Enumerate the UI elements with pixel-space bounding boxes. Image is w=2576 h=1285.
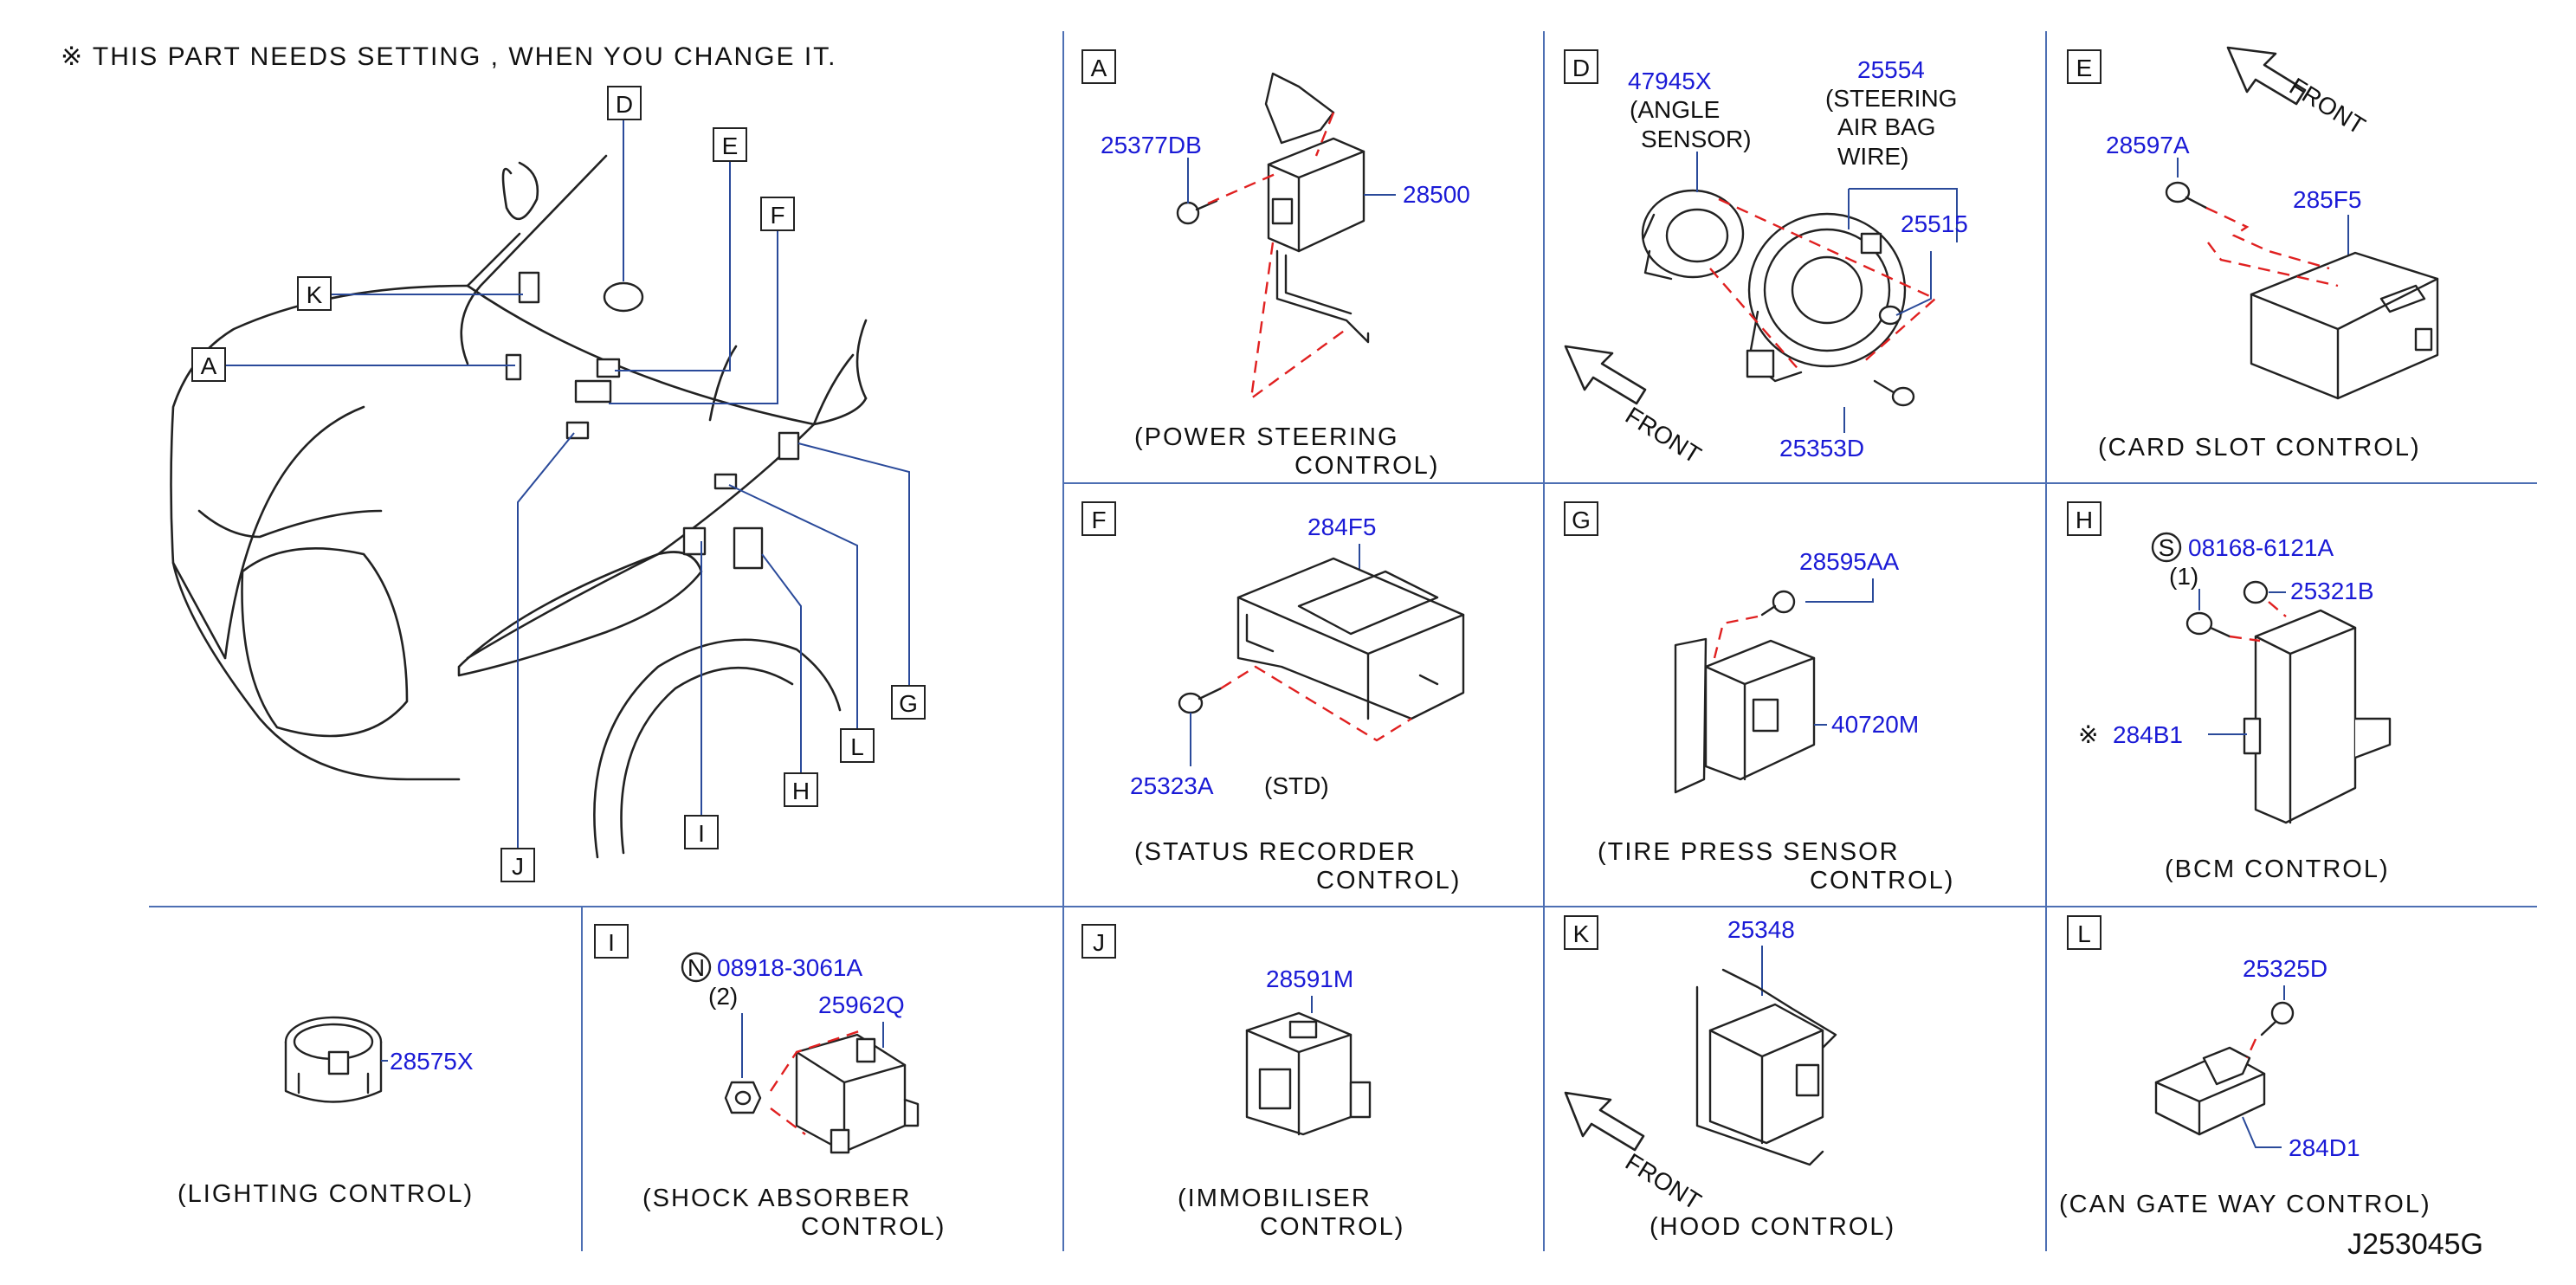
panel-g-letter: G [1572, 507, 1591, 533]
part-47945x: 47945X [1628, 68, 1712, 94]
panel-j-caption-1: (IMMOBILISER [1178, 1185, 1372, 1212]
part-25377db: 25377DB [1101, 132, 1202, 158]
part-284b1: 284B1 [2113, 721, 2183, 748]
panel-k: K 25348 FRONT (HOOD CONTROL) [1564, 915, 1895, 1241]
part-25323a: 25323A [1130, 772, 1214, 799]
part-08168-6121a: 08168-6121A [2188, 534, 2334, 561]
vehicle-label-g: G [899, 690, 918, 717]
vehicle-label-j: J [512, 853, 524, 880]
part-284f5: 284F5 [1307, 513, 1376, 540]
panel-i: I N 08918-3061A (2) 25962Q (SHOCK ABSORB… [594, 924, 946, 1241]
part-25321b: 25321B [2290, 578, 2374, 604]
setting-mark-284b1: ※ [2078, 721, 2098, 748]
part-40720m: 40720M [1831, 711, 1919, 738]
part-284d1: 284D1 [2289, 1134, 2360, 1161]
panel-k-caption: (HOOD CONTROL) [1650, 1213, 1895, 1241]
vehicle-label-e: E [722, 132, 739, 159]
panel-d: D 47945X (ANGLE SENSOR) 25554 (STEERING … [1564, 49, 1968, 468]
drawing-code: J253045G [2347, 1228, 2483, 1261]
part-25962q: 25962Q [818, 991, 905, 1018]
panel-a: A 25377DB 28500 (POWER STEERING CONTROL) [1081, 49, 1470, 480]
panel-lighting: 28575X (LIGHTING CONTROL) [178, 1016, 474, 1208]
vehicle-label-k: K [307, 281, 323, 308]
panel-l-letter: L [2077, 920, 2091, 947]
part-28597a: 28597A [2106, 132, 2190, 158]
front-label-e: FRONT [2285, 73, 2370, 139]
panel-i-letter: I [608, 929, 615, 956]
panel-f-caption-1: (STATUS RECORDER [1134, 838, 1417, 866]
panel-lighting-caption: (LIGHTING CONTROL) [178, 1180, 474, 1208]
vehicle-overview: D E F K A G L H I J [170, 86, 926, 882]
panel-f: F 284F5 25323A (STD) (STATUS RECORDER CO… [1081, 501, 1465, 894]
panel-j-letter: J [1093, 929, 1105, 956]
part-25348: 25348 [1727, 916, 1795, 943]
panel-i-caption-1: (SHOCK ABSORBER [642, 1185, 911, 1212]
vehicle-label-l: L [850, 733, 864, 760]
std-label: (STD) [1264, 772, 1329, 799]
wire-label: WIRE) [1837, 143, 1908, 170]
qty-1: (1) [2169, 563, 2198, 590]
panel-e-caption: (CARD SLOT CONTROL) [2098, 434, 2421, 462]
panel-a-caption-1: (POWER STEERING [1134, 423, 1399, 451]
vehicle-label-a: A [201, 352, 217, 379]
steering-label: (STEERING [1825, 85, 1957, 112]
front-label-d: FRONT [1621, 402, 1706, 468]
panel-g: G 28595AA 40720M (TIRE PRESS SENSOR CONT… [1564, 501, 1954, 894]
vehicle-label-f: F [770, 202, 784, 229]
setting-note: ※ THIS PART NEEDS SETTING , WHEN YOU CHA… [61, 42, 837, 71]
part-28575x: 28575X [390, 1048, 474, 1075]
panel-g-caption-2: CONTROL) [1810, 867, 1954, 894]
part-28500: 28500 [1403, 181, 1470, 208]
angle-label: (ANGLE [1630, 96, 1720, 123]
part-285f5: 285F5 [2293, 186, 2361, 213]
panel-d-letter: D [1572, 55, 1590, 81]
panel-j-caption-2: CONTROL) [1260, 1213, 1404, 1241]
qty-2: (2) [708, 983, 738, 1010]
panel-f-caption-2: CONTROL) [1316, 867, 1461, 894]
panel-f-letter: F [1091, 507, 1106, 533]
sensor-label: SENSOR) [1641, 126, 1752, 152]
panel-j: J 28591M (IMMOBILISER CONTROL) [1081, 924, 1404, 1241]
panel-e: E FRONT 28597A 285F5 (CARD SLOT CONTROL) [2067, 46, 2439, 462]
panel-h-caption: (BCM CONTROL) [2165, 856, 2390, 883]
part-25554: 25554 [1857, 56, 1925, 83]
panel-a-caption-2: CONTROL) [1294, 452, 1439, 480]
panel-i-caption-2: CONTROL) [801, 1213, 946, 1241]
panel-grid [149, 31, 2537, 1251]
panel-h: H S 08168-6121A (1) 25321B ※ 284B1 (BCM … [2067, 501, 2392, 883]
circle-n: N [688, 954, 705, 981]
panel-k-letter: K [1573, 920, 1590, 947]
panel-a-letter: A [1091, 55, 1107, 81]
part-25325d: 25325D [2243, 955, 2327, 982]
vehicle-label-i: I [698, 820, 705, 847]
circle-s: S [2159, 534, 2175, 561]
vehicle-label-h: H [792, 778, 810, 804]
panel-g-caption-1: (TIRE PRESS SENSOR [1598, 838, 1900, 866]
part-25515: 25515 [1901, 210, 1968, 237]
part-28595aa: 28595AA [1799, 548, 1900, 575]
part-25353d: 25353D [1779, 435, 1864, 462]
part-28591m: 28591M [1266, 965, 1353, 992]
panel-e-letter: E [2076, 55, 2093, 81]
front-label-k: FRONT [1621, 1148, 1706, 1215]
vehicle-label-d: D [616, 91, 633, 118]
air-bag-label: AIR BAG [1837, 113, 1936, 140]
panel-l-caption: (CAN GATE WAY CONTROL) [2059, 1191, 2431, 1218]
panel-l: L 25325D 284D1 (CAN GATE WAY CONTROL) [2059, 915, 2431, 1218]
part-08918-3061a: 08918-3061A [717, 954, 862, 981]
panel-h-letter: H [2076, 507, 2093, 533]
